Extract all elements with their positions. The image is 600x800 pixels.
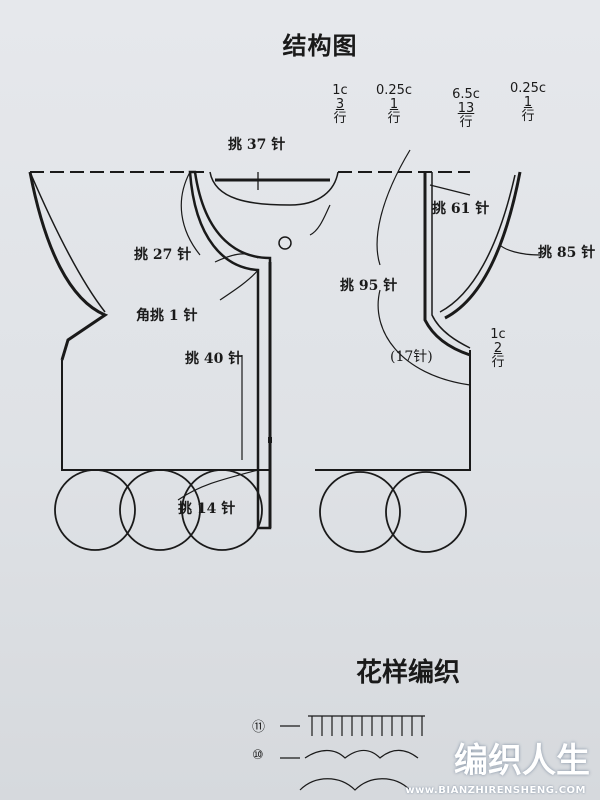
right-sleeve-outer [444, 171, 522, 320]
measure-top: 1c [490, 327, 506, 342]
label-pick-27: 挑 27 针 [134, 247, 192, 263]
diagram-title: 结构图 [282, 32, 358, 60]
measure-top: 0.25c [509, 81, 547, 96]
right-body-outline [315, 350, 471, 471]
label-pick-95: 挑 95 针 [340, 278, 398, 294]
left-sleeve-inner [29, 171, 106, 313]
label-stitch-17: (17针) [390, 349, 433, 365]
measure-stack-2: 0.25c 1 行 [374, 84, 414, 126]
measure-mid: 1 [389, 97, 399, 112]
watermark-logo: 编织人生 [454, 741, 590, 781]
measure-mid: 13 [457, 101, 475, 116]
row-marker-10: ⑩ [252, 748, 264, 763]
label-pick-14: 挑 14 针 [178, 501, 236, 517]
scallop-circles [54, 469, 467, 553]
pattern-rows [280, 715, 425, 791]
measure-stack-4: 0.25c 1 行 [508, 82, 548, 124]
pattern-title: 花样编织 [356, 658, 461, 688]
label-pick-37: 挑 37 针 [228, 137, 286, 153]
measure-bot: 行 [521, 109, 535, 124]
measure-bot: 行 [459, 115, 473, 130]
label-corner-1: 角挑 1 针 [136, 308, 198, 324]
measure-bot: 行 [387, 111, 401, 126]
label-pick-40: 挑 40 针 [185, 351, 243, 367]
measure-bot: 行 [491, 355, 505, 370]
label-pick-61: 挑 61 针 [432, 201, 490, 217]
measure-mid: 3 [335, 97, 345, 112]
measure-top: 0.25c [375, 83, 413, 98]
measure-top: 1c [332, 83, 348, 98]
row-marker-11: ⑪ [252, 720, 266, 735]
left-body-outline [61, 360, 270, 471]
watermark-url: www.BIANZHIRENSHENG.COM [405, 785, 586, 796]
left-sleeve-outer [28, 171, 109, 361]
measure-mid: 2 [493, 341, 503, 356]
measure-bot: 行 [333, 111, 347, 126]
right-front-band [423, 172, 471, 357]
label-pick-85: 挑 85 针 [538, 245, 596, 261]
measure-mid: 1 [523, 95, 533, 110]
measure-stack-1: 1c 3 行 [328, 84, 352, 126]
measure-top: 6.5c [452, 87, 480, 102]
measure-side: 1c 2 行 [476, 328, 520, 370]
measure-stack-3: 6.5c 13 行 [448, 88, 484, 130]
back-neck [209, 171, 339, 206]
